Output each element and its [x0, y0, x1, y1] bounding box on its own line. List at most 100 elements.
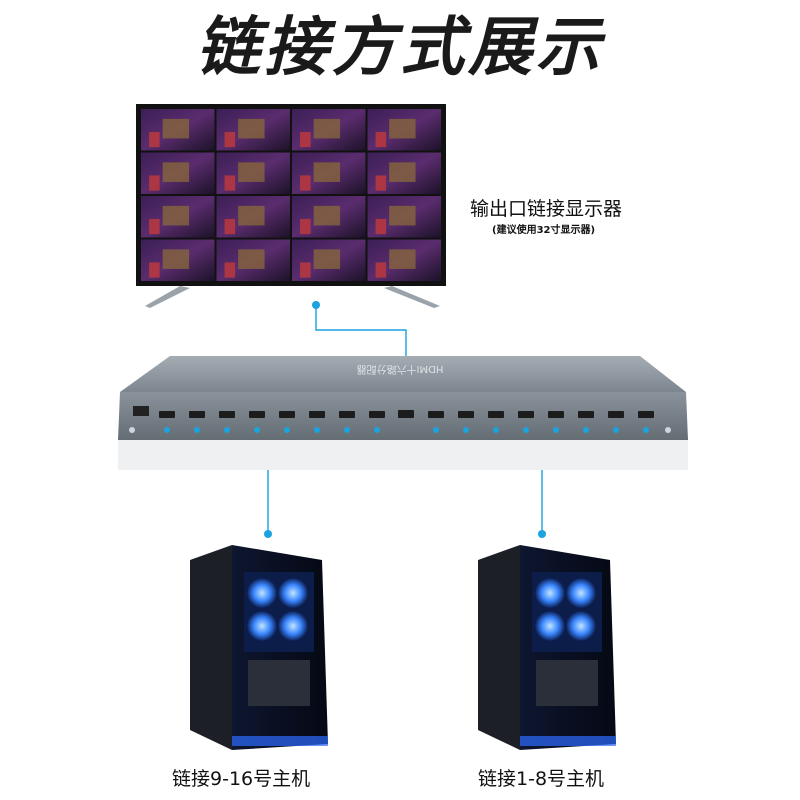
fan-icon [247, 578, 277, 608]
tile-content [313, 162, 341, 182]
pc-tower-left [190, 545, 328, 750]
port-connector-dot [194, 427, 200, 433]
tile-figure [375, 131, 387, 148]
tile-content [313, 205, 341, 226]
port-connector-dot [254, 427, 260, 433]
port-connector-dot [314, 427, 320, 433]
tile-figure [375, 262, 387, 278]
tile-content [162, 249, 190, 269]
output-note: (建议使用32寸显示器) [492, 225, 596, 236]
port-connector-dot [553, 427, 559, 433]
hdmi-port [219, 411, 235, 418]
port-connector-dot [523, 427, 529, 433]
port-connector-dot [374, 427, 380, 433]
tile-figure [300, 262, 311, 278]
tile-figure [375, 218, 387, 235]
tile-content [238, 249, 265, 269]
splitter-reflection [118, 440, 688, 470]
port-connector-dot [433, 427, 439, 433]
power-jack [133, 406, 149, 416]
port-connector-dot [613, 427, 619, 433]
tile-content [238, 118, 265, 139]
port-connector-dot [164, 427, 170, 433]
tile-figure [149, 131, 160, 148]
tv-stand-left [145, 286, 190, 308]
status-led [665, 427, 671, 433]
hdmi-port [369, 411, 385, 418]
hdmi-port [159, 411, 175, 418]
hdmi-port [518, 411, 534, 418]
tile-content [389, 249, 416, 269]
port-connector-dot [643, 427, 649, 433]
port-connector-dot [224, 427, 230, 433]
host-label-left: 链接9-16号主机 [172, 768, 311, 790]
tile-figure [300, 218, 311, 235]
tile-content [162, 162, 190, 182]
hdmi-port [578, 411, 594, 418]
tile-content [238, 205, 265, 226]
pc-tower-right [478, 545, 616, 750]
pc-left-side [190, 545, 232, 750]
fan-icon [566, 578, 596, 608]
tile-content [313, 249, 341, 269]
splitter-model-text: HDMI十六路分配器 [357, 363, 444, 376]
tile-content [162, 118, 190, 139]
hdmi-port [548, 411, 564, 418]
tile-content [389, 118, 416, 139]
fan-icon [247, 611, 277, 641]
tile-content [389, 162, 416, 182]
port-connector-dot [583, 427, 589, 433]
tile-figure [149, 262, 160, 278]
port-connector-dot [284, 427, 290, 433]
tile-figure [149, 218, 160, 235]
tile-content [162, 205, 190, 226]
left-host-dot [264, 530, 272, 538]
tile-content [389, 205, 416, 226]
hdmi-port [488, 411, 504, 418]
host-label-right: 链接1-8号主机 [478, 768, 605, 790]
hdmi-output-ports [159, 411, 654, 433]
hdmi-port [638, 411, 654, 418]
fan-icon [535, 611, 565, 641]
hdmi-splitter-device: HDMI十六路分配器 [118, 356, 688, 470]
tile-figure [224, 175, 236, 191]
pc-right-underglow [520, 736, 616, 746]
tile-figure [224, 262, 236, 278]
tile-figure [149, 175, 160, 191]
hdmi-port [608, 411, 624, 418]
tv-display [136, 104, 446, 308]
fan-icon [535, 578, 565, 608]
pc-left-underglow [232, 736, 328, 746]
video-wall-grid [141, 109, 441, 281]
fan-icon [278, 578, 308, 608]
hdmi-input-port [398, 410, 414, 418]
hdmi-port [189, 411, 205, 418]
pc-right-components [536, 660, 598, 706]
hdmi-port [249, 411, 265, 418]
page-title: 链接方式展示 [196, 11, 604, 85]
tile-figure [375, 175, 387, 191]
hdmi-port [428, 411, 444, 418]
port-connector-dot [493, 427, 499, 433]
tile-content [313, 118, 341, 139]
right-host-dot [538, 530, 546, 538]
hdmi-port [339, 411, 355, 418]
hdmi-port [458, 411, 474, 418]
tile-figure [224, 131, 236, 148]
hdmi-port [279, 411, 295, 418]
tile-figure [224, 218, 236, 235]
tv-stand-right [384, 286, 440, 308]
port-connector-dot [344, 427, 350, 433]
pc-right-side [478, 545, 520, 750]
port-connector-dot [463, 427, 469, 433]
fan-icon [278, 611, 308, 641]
tile-figure [300, 175, 311, 191]
pc-left-components [248, 660, 310, 706]
tile-content [238, 162, 265, 182]
splitter-top [120, 356, 686, 392]
output-label: 输出口链接显示器 [470, 198, 623, 220]
hdmi-port [309, 411, 325, 418]
fan-icon [566, 611, 596, 641]
tile-figure [300, 131, 311, 148]
